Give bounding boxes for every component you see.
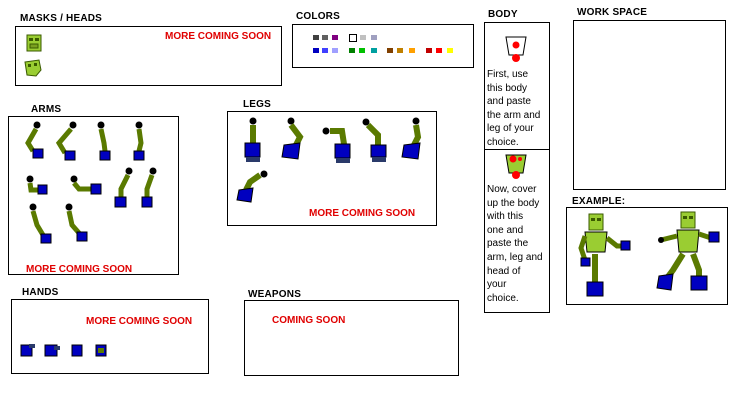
colors-title: COLORS	[296, 11, 340, 22]
hand-piece-icon[interactable]	[94, 342, 110, 358]
mask-head-2-icon[interactable]	[22, 58, 44, 78]
color-swatch[interactable]	[371, 35, 377, 40]
mask-head-1-icon[interactable]	[24, 33, 44, 53]
hands-panel: MORE COMING SOON	[11, 299, 209, 374]
hand-piece-icon[interactable]	[20, 342, 38, 358]
legs-coming-soon: MORE COMING SOON	[309, 208, 416, 219]
color-swatch[interactable]	[387, 48, 393, 53]
workspace-canvas[interactable]	[573, 20, 726, 190]
color-swatch[interactable]	[313, 48, 319, 53]
arms-title: ARMS	[31, 104, 62, 115]
color-swatch[interactable]	[349, 48, 355, 53]
body-title: BODY	[488, 9, 518, 20]
legs-panel: MORE COMING SOON	[227, 111, 437, 226]
workspace-title: WORK SPACE	[577, 7, 648, 18]
color-swatch-selected[interactable]	[349, 34, 357, 42]
example-figure-2	[656, 211, 720, 291]
arm-piece-icon[interactable]	[69, 174, 105, 198]
color-swatch[interactable]	[322, 35, 328, 40]
example-title: EXAMPLE:	[572, 196, 626, 207]
weapons-title: WEAPONS	[248, 289, 302, 300]
colors-panel	[292, 24, 474, 68]
color-swatch[interactable]	[409, 48, 415, 53]
arms-panel: MORE COMING SOON	[8, 116, 179, 275]
arm-piece-icon[interactable]	[63, 203, 91, 249]
color-swatch[interactable]	[360, 35, 366, 40]
color-swatch[interactable]	[332, 35, 338, 40]
color-swatch[interactable]	[447, 48, 453, 53]
weapons-panel: COMING SOON	[244, 300, 459, 376]
color-swatch[interactable]	[359, 48, 365, 53]
divider	[485, 149, 549, 150]
weapons-coming-soon: COMING SOON	[272, 315, 346, 326]
leg-piece-icon[interactable]	[400, 117, 428, 165]
example-panel	[566, 207, 728, 305]
hand-piece-icon[interactable]	[70, 342, 86, 358]
leg-piece-icon[interactable]	[236, 168, 270, 208]
color-swatch[interactable]	[436, 48, 442, 53]
color-swatch[interactable]	[332, 48, 338, 53]
hands-coming-soon: MORE COMING SOON	[86, 316, 193, 327]
leg-piece-icon[interactable]	[362, 117, 392, 165]
body-panel: First, use this body and paste the arm a…	[484, 22, 550, 313]
arm-piece-icon[interactable]	[53, 121, 81, 165]
arms-coming-soon: MORE COMING SOON	[26, 264, 133, 275]
color-swatch[interactable]	[322, 48, 328, 53]
masks-coming-soon: MORE COMING SOON	[165, 31, 272, 42]
hand-piece-icon[interactable]	[44, 342, 62, 358]
hands-title: HANDS	[22, 287, 59, 298]
body-instructions-second: Now, cover up the body with this one and…	[487, 184, 543, 304]
example-figure-1	[578, 213, 631, 297]
arm-piece-icon[interactable]	[127, 121, 151, 165]
arm-piece-icon[interactable]	[23, 121, 47, 165]
body-piece-1-icon[interactable]	[504, 35, 530, 65]
body-instructions-first: First, use this body and paste the arm a…	[487, 69, 541, 148]
arm-piece-icon[interactable]	[25, 174, 49, 198]
arm-piece-icon[interactable]	[137, 167, 161, 211]
color-swatch[interactable]	[426, 48, 432, 53]
masks-heads-panel: MORE COMING SOON	[15, 26, 282, 86]
color-swatch[interactable]	[397, 48, 403, 53]
leg-piece-icon[interactable]	[242, 117, 264, 165]
body-piece-2-icon[interactable]	[504, 153, 530, 183]
arm-piece-icon[interactable]	[27, 203, 55, 249]
color-swatch[interactable]	[313, 35, 319, 40]
arm-piece-icon[interactable]	[95, 121, 119, 165]
legs-title: LEGS	[243, 99, 272, 110]
masks-heads-title: MASKS / HEADS	[20, 13, 103, 24]
arm-piece-icon[interactable]	[109, 167, 135, 211]
color-swatch[interactable]	[371, 48, 377, 53]
leg-piece-icon[interactable]	[322, 126, 356, 166]
leg-piece-icon[interactable]	[278, 117, 308, 165]
